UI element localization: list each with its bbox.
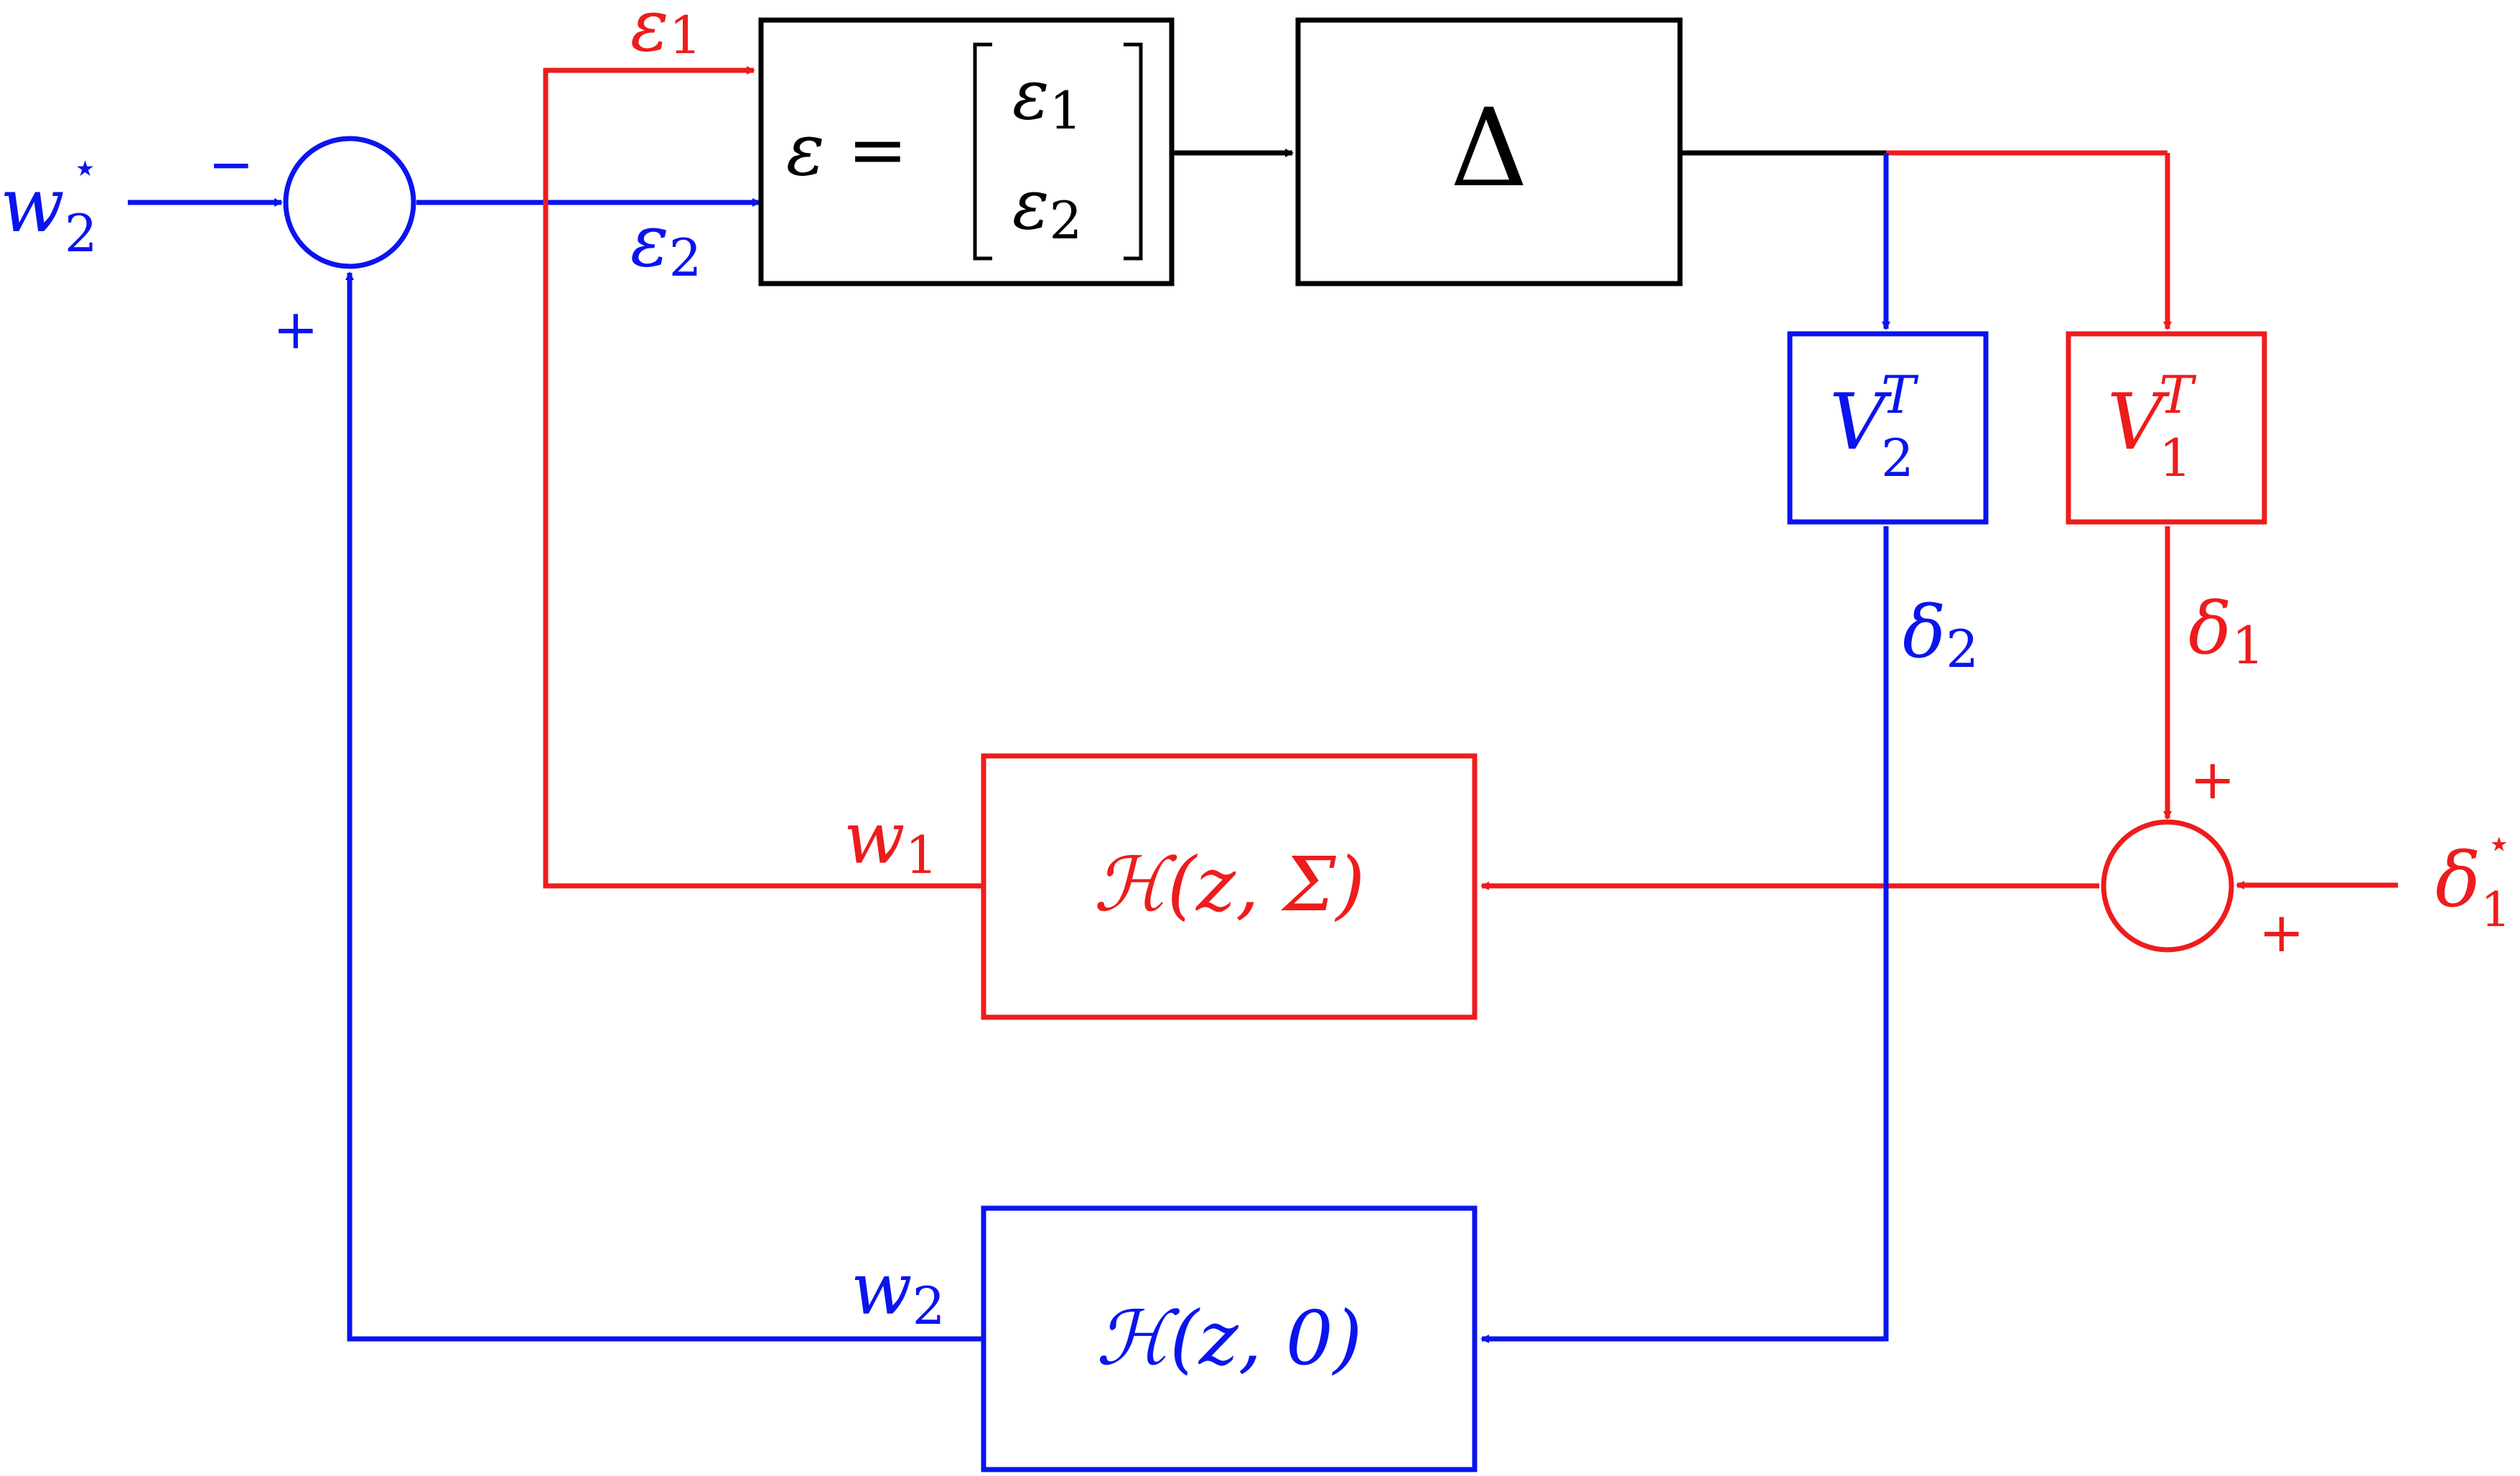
signal-delta2-label: δ2 [1903,590,1979,679]
sum-bottom-plus-right-sign: + [2259,900,2305,964]
wire-w1-to-eps1 [543,66,984,889]
v2t-block [1787,331,1989,525]
signal-w2-label: w2 [851,1247,945,1336]
h-zero-block [981,1205,1478,1472]
sum-junction-bottom [2101,819,2234,953]
sum-top-minus-sign: − [208,132,254,196]
epsilon-vector-row2: ε2 [1012,164,1082,251]
epsilon-vector-row1: ε1 [1012,55,1082,141]
delta-block-label: Δ [1450,86,1528,211]
sum-top-plus-sign: + [273,297,319,361]
signal-delta1-label: δ1 [2188,587,2264,676]
signal-eps1-label: ε1 [630,0,701,67]
input-delta1star-label: δ1⋆ [2435,821,2511,938]
sum-bottom-plus-top-sign: + [2190,747,2236,811]
epsilon-vector-lhs: ε = [786,108,907,192]
h-sigma-block [981,753,1478,1020]
wire-delta2 [1480,526,1889,1343]
epsilon-vector-block [758,17,1175,286]
wire-w2-to-sum [345,271,984,1342]
h-sigma-block-label: ℋ(z, Σ) [1093,841,1365,928]
delta-block [1295,17,1683,286]
signal-w1-label: w1 [844,796,938,885]
v1t-block [2066,331,2267,525]
matrix-left-bracket [973,42,992,261]
signal-eps2-label: ε2 [630,199,701,288]
input-w2star-label: w2⋆ [0,143,98,263]
matrix-right-bracket [1124,42,1143,261]
h-zero-block-label: ℋ(z, 0) [1096,1294,1362,1382]
sum-junction-top [283,136,416,269]
